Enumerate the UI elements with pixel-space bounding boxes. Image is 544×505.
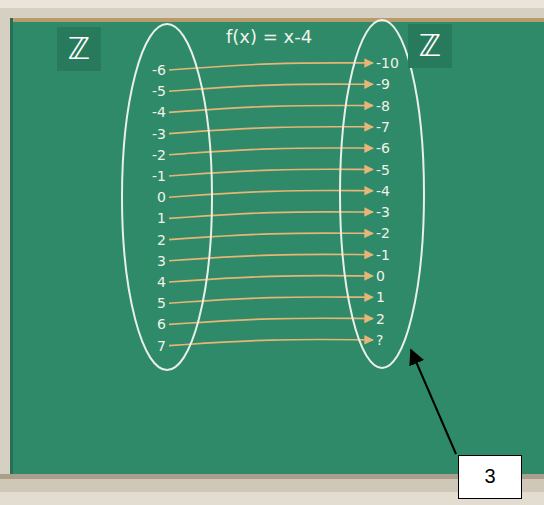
mapping-arrow xyxy=(169,297,373,303)
number-label: 0 xyxy=(376,267,385,285)
set-symbol: ℤ xyxy=(57,27,101,71)
set-element: -10 xyxy=(376,54,399,72)
set-element: 1 xyxy=(376,288,385,306)
number-label: 2 xyxy=(157,231,166,249)
number-label: 0 xyxy=(157,188,166,206)
set-element: -6 xyxy=(376,139,390,157)
set-element: 4 xyxy=(157,273,166,291)
number-label: 1 xyxy=(157,209,166,227)
mapping-arrow xyxy=(169,212,373,219)
set-ellipse: ℤ-6-5-4-3-2-101234567 xyxy=(120,22,214,372)
set-element: 0 xyxy=(376,267,385,285)
mapping-arrow xyxy=(169,169,373,176)
set-element: 1 xyxy=(157,209,166,227)
set-element: -3 xyxy=(376,203,390,221)
number-label: 1 xyxy=(376,288,385,306)
board-edge xyxy=(10,18,544,22)
set-element: -1 xyxy=(376,246,390,264)
number-label: 3 xyxy=(157,252,166,270)
number-label: -5 xyxy=(376,161,390,179)
set-ellipse: ℤ-10-9-8-7-6-5-4-3-2-1012? xyxy=(338,18,426,370)
set-element: -2 xyxy=(376,224,390,242)
number-label: -5 xyxy=(152,82,166,100)
number-label: -6 xyxy=(152,61,166,79)
set-element: 3 xyxy=(157,252,166,270)
callout-number: 3 xyxy=(458,455,522,499)
number-label: 7 xyxy=(157,337,166,355)
board-edge xyxy=(10,18,13,474)
number-label: -4 xyxy=(376,182,390,200)
set-element: -3 xyxy=(152,125,166,143)
set-element: 5 xyxy=(157,294,166,312)
set-element: -6 xyxy=(152,61,166,79)
set-element: 2 xyxy=(157,231,166,249)
number-label: -10 xyxy=(376,54,399,72)
number-label: -1 xyxy=(152,167,166,185)
set-element: -1 xyxy=(152,167,166,185)
set-element: -5 xyxy=(376,161,390,179)
number-label: -2 xyxy=(152,146,166,164)
set-outline xyxy=(122,24,212,370)
frame-top xyxy=(0,0,544,8)
set-element: -7 xyxy=(376,118,390,136)
mapping-arrow xyxy=(169,148,373,155)
set-element: 0 xyxy=(157,188,166,206)
number-label: -4 xyxy=(152,103,166,121)
set-element: ? xyxy=(376,331,383,349)
set-element: -9 xyxy=(376,75,390,93)
set-element: -4 xyxy=(376,182,390,200)
mapping-arrow xyxy=(169,191,373,198)
number-label: -8 xyxy=(376,97,390,115)
number-label: 6 xyxy=(157,315,166,333)
set-element: 2 xyxy=(376,310,385,328)
number-label: 2 xyxy=(376,310,385,328)
number-label: 4 xyxy=(157,273,166,291)
set-element: 6 xyxy=(157,315,166,333)
set-element: -8 xyxy=(376,97,390,115)
set-element: 7 xyxy=(157,337,166,355)
mapping-arrow xyxy=(169,105,373,112)
number-label: -7 xyxy=(376,118,390,136)
number-label: -3 xyxy=(376,203,390,221)
mapping-arrow xyxy=(169,339,373,345)
ellipse-outline xyxy=(120,22,214,372)
mapping-arrow xyxy=(169,233,373,240)
number-label: -2 xyxy=(376,224,390,242)
board xyxy=(10,18,544,474)
set-symbol: ℤ xyxy=(408,24,452,68)
leader-line xyxy=(411,350,456,454)
function-title: f(x) = x-4 xyxy=(226,26,312,47)
number-label: -9 xyxy=(376,75,390,93)
mapping-arrow xyxy=(169,84,373,91)
number-label: -6 xyxy=(376,139,390,157)
number-label: ? xyxy=(376,331,383,349)
number-label: -3 xyxy=(152,125,166,143)
mapping-arrow xyxy=(169,63,373,70)
set-outline xyxy=(340,20,424,368)
mapping-arrow xyxy=(169,276,373,282)
number-label: -1 xyxy=(376,246,390,264)
number-label: 5 xyxy=(157,294,166,312)
set-element: -2 xyxy=(152,146,166,164)
set-element: -5 xyxy=(152,82,166,100)
set-element: -4 xyxy=(152,103,166,121)
